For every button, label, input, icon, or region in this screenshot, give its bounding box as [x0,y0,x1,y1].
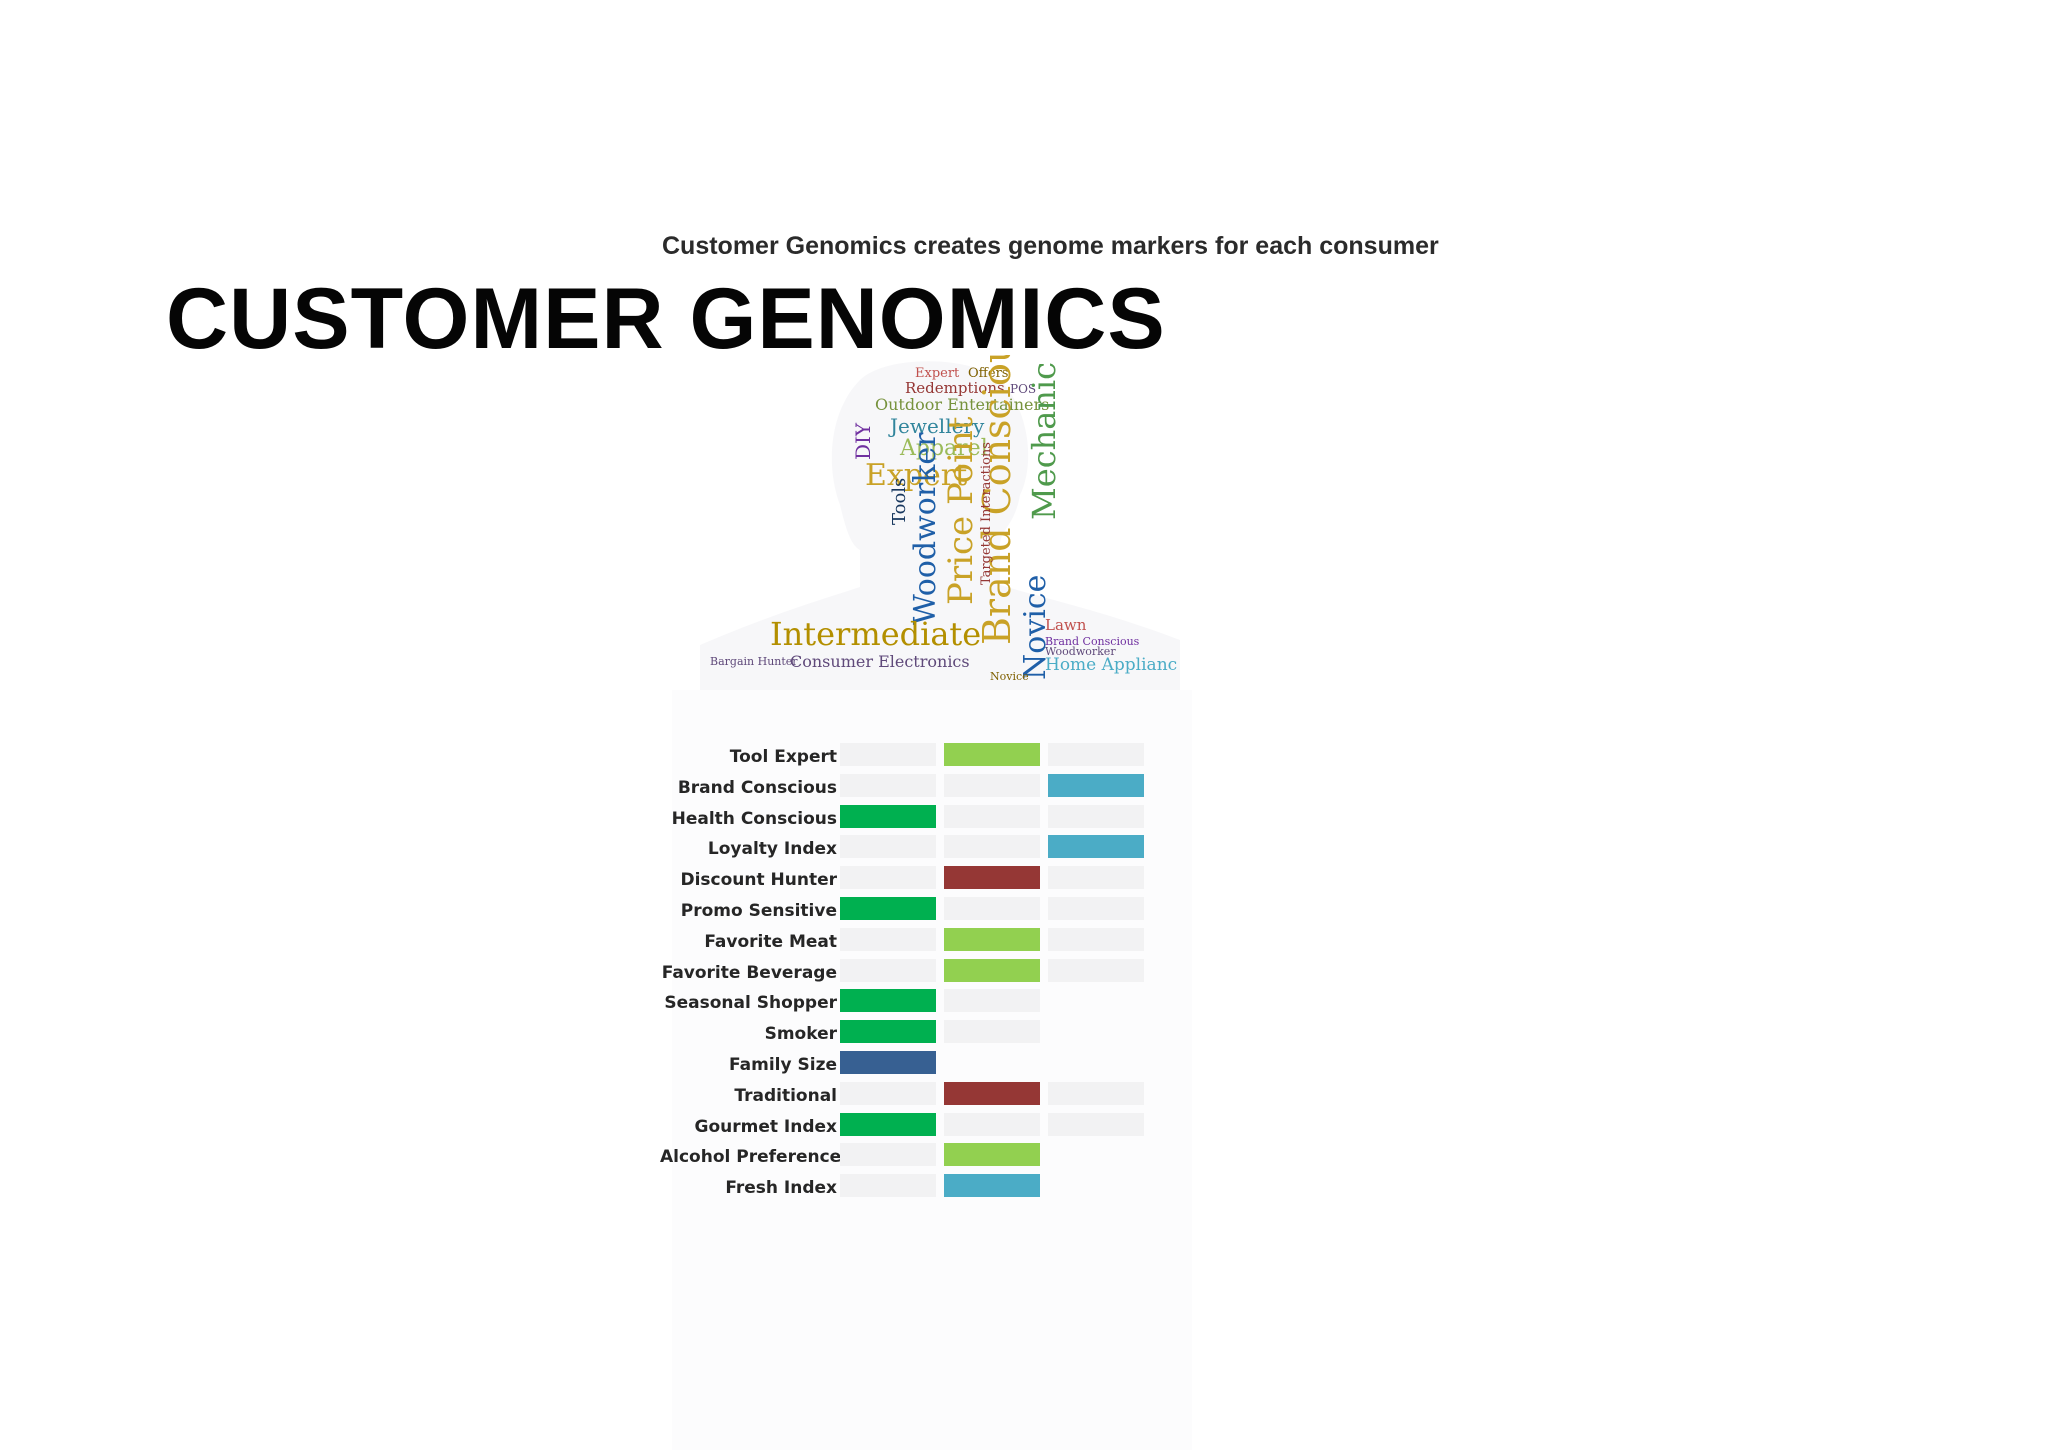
marker-cell [1048,1081,1144,1105]
word-cloud-word: Consumer Electronics [790,652,970,671]
marker-cell [1048,1112,1144,1136]
marker-cell [840,1174,936,1198]
marker-cell [840,1081,936,1105]
marker-label: Traditional [734,1085,837,1106]
word-cloud-word: Tools [889,478,910,525]
word-cloud-word: Brand Conscious [975,355,1019,645]
marker-cell-active [840,1050,936,1074]
marker-row: Alcohol Preference [660,1140,1180,1171]
marker-cell [840,835,936,859]
word-cloud-word: Home Applianc [1045,655,1177,675]
marker-label: Tool Expert [729,747,837,767]
word-cloud-word: Expert [865,458,967,493]
word-cloud-word: Outdoor Entertainers [875,395,1049,414]
marker-cell-active [840,896,936,920]
marker-cell-active [1048,773,1144,797]
marker-cell-active [944,866,1040,890]
marker-row: Promo Sensitive [660,894,1180,925]
marker-cell [1048,927,1144,951]
marker-label: Family Size [729,1054,837,1075]
marker-label: Health Conscious [671,808,837,829]
marker-cell [840,927,936,951]
marker-row: Smoker [660,1017,1180,1048]
word-cloud-word: Expert [915,366,960,381]
word-cloud-word: POS [1010,382,1036,396]
marker-cell-active [840,804,936,828]
word-cloud-word: Novice [1018,575,1053,680]
word-cloud-word: Woodworker [908,432,943,625]
marker-label: Loyalty Index [707,839,837,860]
marker-cell-active [944,1081,1040,1105]
marker-cell [1048,896,1144,920]
word-cloud-word: Offers [968,366,1008,381]
marker-label: Promo Sensitive [680,900,837,921]
word-cloud-word: Intermediate [770,615,981,653]
marker-cell-active [840,1020,936,1044]
marker-cell-active [944,927,1040,951]
marker-cell [944,773,1040,797]
word-cloud-word: Jewellery [888,414,985,438]
marker-cell-active [840,989,936,1013]
marker-row: Fresh Index [660,1171,1180,1202]
marker-cell [1048,866,1144,890]
marker-row: Traditional [660,1079,1180,1110]
marker-row: Health Conscious [660,802,1180,833]
marker-row: Family Size [660,1048,1180,1079]
marker-cell [1048,743,1144,766]
word-cloud-word: Apparel [899,436,988,461]
word-cloud-word: Novice [990,670,1029,683]
marker-cell [944,989,1040,1013]
marker-row: Gourmet Index [660,1110,1180,1141]
page-title: CUSTOMER GENOMICS [166,271,1166,367]
marker-cell [840,773,936,797]
word-cloud-word: Redemptions [905,379,1005,397]
marker-label: Fresh Index [725,1178,837,1199]
marker-cell [1048,958,1144,982]
word-cloud-word: Brand Conscious [1045,635,1140,648]
marker-row: Favorite Beverage [660,956,1180,987]
marker-label: Favorite Beverage [661,962,837,983]
marker-cell [840,743,936,766]
marker-cell-active [944,1174,1040,1198]
marker-row: Favorite Meat [660,925,1180,956]
marker-cell [944,835,1040,859]
marker-label: Brand Conscious [677,777,837,798]
marker-label: Discount Hunter [680,870,837,891]
marker-label: Alcohol Preference [660,1147,842,1168]
marker-row: Loyalty Index [660,832,1180,863]
marker-cell [1048,804,1144,828]
word-cloud-word: Targeted Interactions [979,442,994,585]
marker-cell-active [944,1143,1040,1167]
marker-cell [840,866,936,890]
marker-cell-active [1048,835,1144,859]
marker-row: Discount Hunter [660,863,1180,894]
page-subtitle: Customer Genomics creates genome markers… [662,232,1439,260]
marker-label: Favorite Meat [704,931,837,952]
marker-row: Brand Conscious [660,771,1180,802]
word-cloud-word: Mechanic [1025,362,1063,520]
marker-label: Seasonal Shopper [664,993,837,1014]
marker-cell [944,1020,1040,1044]
marker-cell [944,896,1040,920]
word-cloud-word: DIY [851,422,875,460]
marker-cell-active [944,743,1040,766]
word-cloud-word: Price Point [941,416,981,605]
word-cloud-word: Woodworker [1045,645,1116,658]
word-cloud-word: Lawn [1045,616,1087,634]
marker-label: Gourmet Index [694,1116,838,1137]
word-cloud-word: Bargain Hunter [710,655,798,668]
marker-label: Smoker [764,1024,837,1045]
marker-cell-active [944,958,1040,982]
marker-cell [944,804,1040,828]
marker-cell-active [840,1112,936,1136]
marker-cell [840,958,936,982]
marker-cell [944,1112,1040,1136]
marker-cell [840,1143,936,1167]
marker-row: Seasonal Shopper [660,986,1180,1017]
marker-row: Tool Expert [660,740,1180,771]
